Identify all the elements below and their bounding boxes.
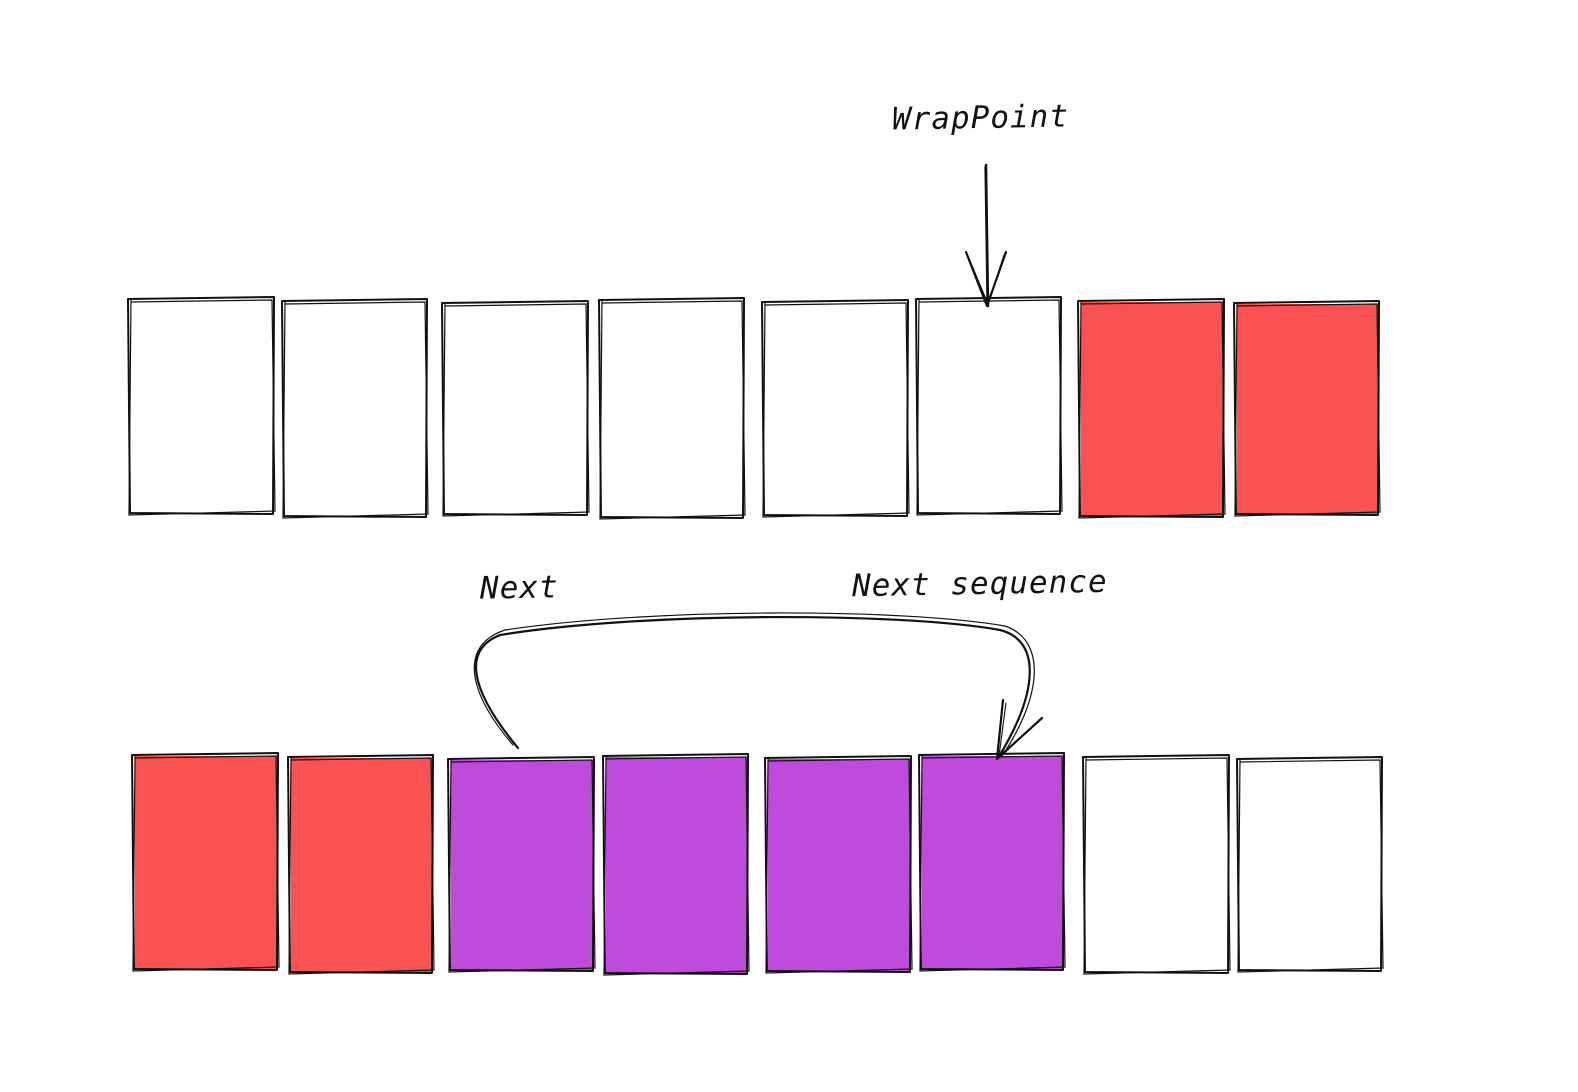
buffer-slot-before-8: [1233, 300, 1381, 517]
buffer-slot-after-6: [918, 752, 1066, 972]
buffer-slot-after-8: [1236, 756, 1384, 973]
wrap-point-arrow: [964, 163, 1008, 308]
wrap-point-label: WrapPoint: [891, 98, 1070, 138]
buffer-slot-before-5: [761, 299, 910, 518]
next-label: Next: [479, 569, 559, 607]
buffer-slot-before-2: [281, 298, 429, 519]
slot-fill-empty: [919, 300, 1060, 513]
slot-fill-purple: [451, 760, 593, 970]
buffer-slot-after-5: [764, 755, 913, 974]
slot-fill-purple: [768, 759, 910, 971]
buffer-slot-after-1: [131, 752, 280, 972]
slot-fill-empty: [602, 301, 743, 517]
buffer-slot-before-1: [127, 296, 276, 516]
next-sequence-arc: [473, 612, 1044, 761]
slot-fill-red: [1081, 302, 1223, 516]
slot-fill-empty: [1240, 760, 1381, 970]
slot-fill-empty: [131, 300, 273, 513]
buffer-row-after: [131, 752, 1384, 976]
slot-fill-red: [291, 758, 432, 972]
slot-fill-red: [1237, 304, 1378, 514]
buffer-row-before: [127, 296, 1381, 520]
slot-fill-red: [135, 756, 277, 969]
slot-fill-purple: [922, 756, 1063, 969]
slot-fill-empty: [765, 303, 907, 515]
buffer-slot-after-4: [602, 753, 750, 976]
slot-fill-empty: [445, 304, 587, 514]
buffer-slot-before-7: [1077, 298, 1226, 519]
buffer-slot-after-2: [287, 754, 435, 975]
buffer-slot-before-4: [598, 297, 746, 520]
buffer-slot-before-6: [915, 296, 1063, 516]
slot-fill-purple: [606, 757, 747, 973]
slot-fill-empty: [285, 302, 426, 516]
buffer-slot-after-7: [1082, 754, 1231, 975]
buffer-slot-after-3: [447, 756, 596, 973]
buffer-slot-before-3: [441, 300, 590, 517]
slot-fill-empty: [1086, 758, 1228, 972]
next-sequence-label: Next sequence: [851, 563, 1108, 605]
